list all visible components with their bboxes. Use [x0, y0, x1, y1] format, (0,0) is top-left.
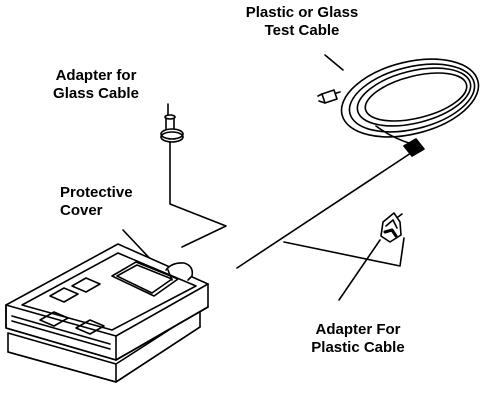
- label-plastic-adapter-line1: Adapter For: [315, 321, 401, 338]
- assembly-line-plastic-adapter: [283, 237, 405, 267]
- label-plastic-adapter-line2: Plastic Cable: [311, 339, 405, 356]
- label-plastic-adapter: Adapter For Plastic Cable: [296, 321, 420, 357]
- test-set-body: [5, 243, 209, 383]
- label-glass-adapter: Adapter for Glass Cable: [42, 67, 150, 103]
- test-cable-right-connector: [403, 138, 425, 157]
- test-cable-left-connector: [317, 89, 338, 104]
- pointer-line-plastic-adapter: [338, 239, 381, 301]
- label-protective-cover: Protective Cover: [60, 184, 150, 220]
- plastic-adapter-part: [380, 212, 403, 243]
- label-protective-cover-line2: Cover: [60, 202, 103, 219]
- assembly-line-test-cable: [236, 146, 421, 269]
- label-test-cable-line2: Test Cable: [264, 22, 340, 39]
- test-cable-coil: [329, 58, 480, 145]
- glass-adapter-part: [160, 114, 184, 143]
- pointer-line-test-cable: [324, 54, 344, 71]
- label-test-cable-line1: Plastic or Glass: [245, 4, 359, 21]
- label-glass-adapter-line1: Adapter for: [55, 67, 137, 84]
- label-test-cable: Plastic or Glass Test Cable: [231, 4, 373, 40]
- label-glass-adapter-line2: Glass Cable: [53, 85, 139, 102]
- label-protective-cover-line1: Protective: [60, 184, 133, 201]
- assembly-line-glass-adapter: [169, 141, 227, 248]
